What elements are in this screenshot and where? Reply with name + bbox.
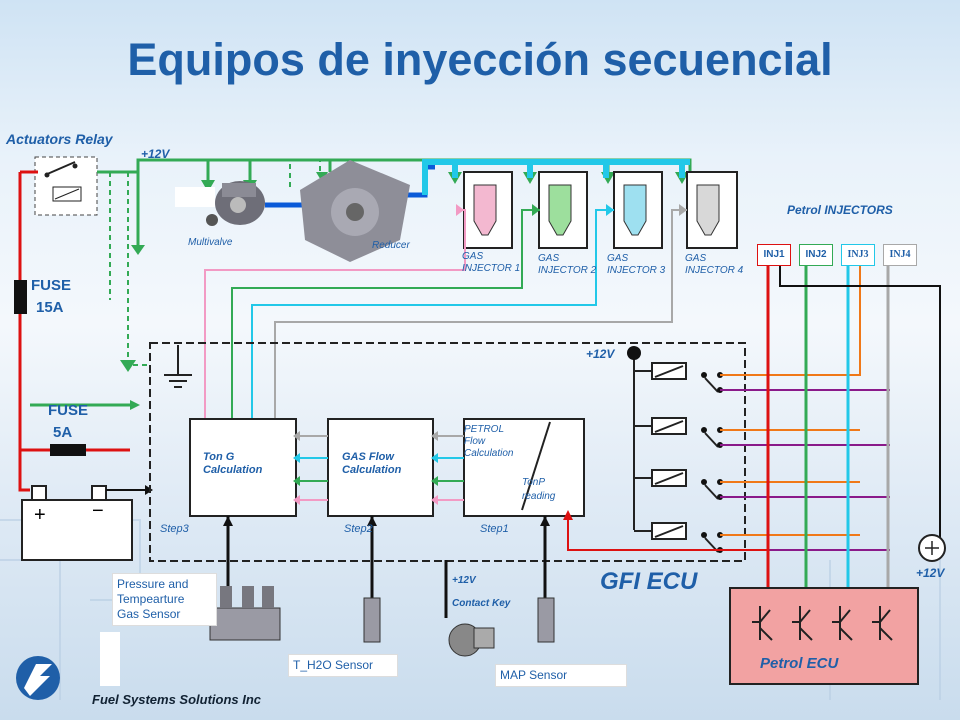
fuel-systems-logo xyxy=(16,656,60,700)
pressure-sensor-line1: Pressure and xyxy=(117,577,189,591)
ton-g-line2: Calculation xyxy=(203,464,263,476)
gas-injector-4-label: GAS INJECTOR 4 xyxy=(685,253,743,277)
petrol-flow-label: PETROL Flow Calculation xyxy=(464,424,513,460)
map-sensor-label: MAP Sensor xyxy=(495,664,627,687)
gas-flow-label: GAS Flow Calculation xyxy=(342,451,401,477)
fuse-5a-line1: FUSE xyxy=(48,402,89,419)
th2o-sensor-label: T_H2O Sensor xyxy=(288,654,398,677)
ground-symbol xyxy=(164,345,192,388)
multivalve-label: Multivalve xyxy=(188,237,233,248)
petrol-injector-1: INJ1 xyxy=(757,244,791,266)
gas-injector-boxes xyxy=(463,171,738,249)
footer-company: Fuel Systems Solutions Inc xyxy=(92,692,262,707)
tonp-label: TonP reading xyxy=(522,476,555,504)
fuse-15a-line2: 15A xyxy=(36,299,64,316)
th2o-sensor-drawing xyxy=(363,597,381,643)
ecu-relay-switches xyxy=(633,355,719,553)
gas-injector-2-label: GAS INJECTOR 2 xyxy=(538,253,596,277)
petrol-injectors-label: Petrol INJECTORS xyxy=(787,203,893,217)
step3-label: Step3 xyxy=(160,523,189,535)
fuse-5a-line2: 5A xyxy=(53,424,73,441)
gas-injector-3-line2: INJECTOR 3 xyxy=(607,265,666,276)
petrol-ecu-label: Petrol ECU xyxy=(760,655,839,672)
sensor-wire-arrowheads xyxy=(223,516,550,526)
pressure-sensor-line2: Tempearture xyxy=(117,592,185,606)
petrol-flow-line1: PETROL xyxy=(464,424,505,435)
contact-key-label: Contact Key xyxy=(452,598,511,609)
gfi-ecu-label: GFI ECU xyxy=(600,568,698,595)
gas-injector-4-line1: GAS xyxy=(685,253,707,264)
reducer-label: Reducer xyxy=(372,240,410,251)
sensor-label-panel xyxy=(100,632,120,686)
gas-injector-2-line2: INJECTOR 2 xyxy=(538,265,597,276)
petrol-flow-line3: Calculation xyxy=(464,448,514,459)
ton-g-line1: Ton G xyxy=(203,451,235,463)
gas-flow-block xyxy=(327,418,434,517)
svg-text:+: + xyxy=(34,504,46,526)
tonp-line1: TonP xyxy=(522,477,545,488)
actuators-relay xyxy=(34,156,98,216)
plus12v-ecu-label: +12V xyxy=(586,347,615,361)
fuse-15a-symbol xyxy=(14,280,27,314)
pressure-sensor-line3: Gas Sensor xyxy=(117,607,181,621)
plus12v-key-label: +12V xyxy=(452,575,476,586)
green-arrowheads xyxy=(130,172,689,410)
gas-injector-3-label: GAS INJECTOR 3 xyxy=(607,253,665,277)
actuators-relay-label: Actuators Relay xyxy=(6,131,113,147)
svg-text:−: − xyxy=(92,500,104,522)
multivalve-drawing xyxy=(175,181,265,226)
ton-g-block xyxy=(189,418,297,517)
gas-injector-1-line1: GAS xyxy=(462,251,484,262)
contact-key-drawing xyxy=(448,623,495,657)
petrol-injector-2: INJ2 xyxy=(799,244,833,266)
step1-label: Step1 xyxy=(480,523,509,535)
gas-injector-4-line2: INJECTOR 4 xyxy=(685,265,744,276)
gas-flow-line2: Calculation xyxy=(342,464,402,476)
petrol-flow-block xyxy=(463,418,585,517)
injector-wire-arrowheads xyxy=(456,204,687,216)
red-power-wire xyxy=(18,170,130,492)
pressure-sensor-label: Pressure and Tempearture Gas Sensor xyxy=(112,573,217,626)
map-sensor-drawing xyxy=(537,597,555,643)
gas-injector-1-line2: INJECTOR 1 xyxy=(462,263,521,274)
reducer-drawing xyxy=(300,160,410,262)
petrol-ecu-transistors xyxy=(752,606,893,641)
petrol-injector-4: INJ4 xyxy=(883,244,917,266)
gas-injector-2-line1: GAS xyxy=(538,253,560,264)
block-arrowheads xyxy=(293,431,438,505)
petrol-injector-3: INJ3 xyxy=(841,244,875,266)
step2-label: Step2 xyxy=(344,523,373,535)
plus12v-top-label: +12V xyxy=(141,147,170,161)
petrol-flow-line2: Flow xyxy=(464,436,486,447)
fuse-5a-symbol xyxy=(50,444,86,456)
pressure-sensor-drawing xyxy=(209,586,281,641)
plus12v-right-label: +12V xyxy=(916,566,945,580)
gas-injector-1-label: GAS INJECTOR 1 xyxy=(462,251,520,275)
fuse-15a-line1: FUSE xyxy=(31,277,72,294)
gas-flow-line1: GAS Flow xyxy=(342,451,394,463)
gas-injector-3-line1: GAS xyxy=(607,253,629,264)
battery-symbol: + − xyxy=(21,485,133,561)
page-title: Equipos de inyección secuencial xyxy=(127,34,833,85)
tonp-line2: reading xyxy=(522,491,556,502)
ton-g-label: Ton G Calculation xyxy=(203,451,262,477)
